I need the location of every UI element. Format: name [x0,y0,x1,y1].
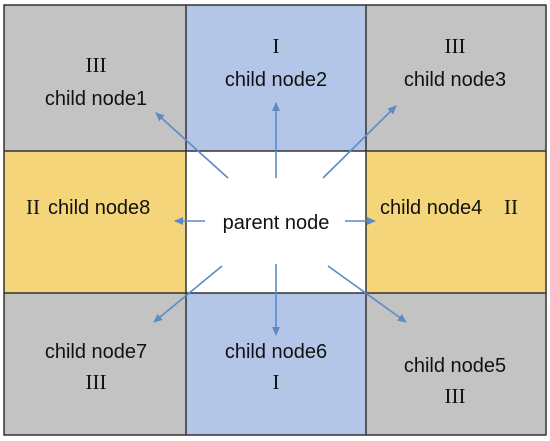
child-node2-label: child node2 [225,69,327,91]
arrow-to-node7 [153,265,223,323]
parent-node-label: parent node [223,212,330,234]
level-label-node5: III [445,384,466,408]
arrow-to-node3 [322,105,397,179]
child-node1-label: child node1 [45,88,147,110]
cell-top-right [366,5,546,151]
grid-lines [3,4,547,436]
level-label-node8: II [26,195,40,219]
child-node7-label: child node7 [45,341,147,363]
cell-bottom-left [4,293,186,435]
arrow-to-node5 [327,265,407,323]
level-label-node1: III [86,53,107,77]
level-label-node4: II [504,195,518,219]
cell-middle-left [4,151,186,293]
level-label-node6: I [273,370,280,394]
child-node8-label: child node8 [48,197,150,219]
arrows [153,102,407,336]
cell-top-left [4,5,186,151]
cell-bottom-right [366,293,546,435]
cell-middle-right [366,151,546,293]
child-node6-label: child node6 [225,341,327,363]
level-label-node2: I [273,34,280,58]
level-label-node3: III [445,34,466,58]
arrow-to-node1 [155,112,229,179]
child-node3-label: child node3 [404,69,506,91]
child-node4-label: child node4 [380,197,482,219]
child-node5-label: child node5 [404,355,506,377]
level-label-node7: III [86,370,107,394]
